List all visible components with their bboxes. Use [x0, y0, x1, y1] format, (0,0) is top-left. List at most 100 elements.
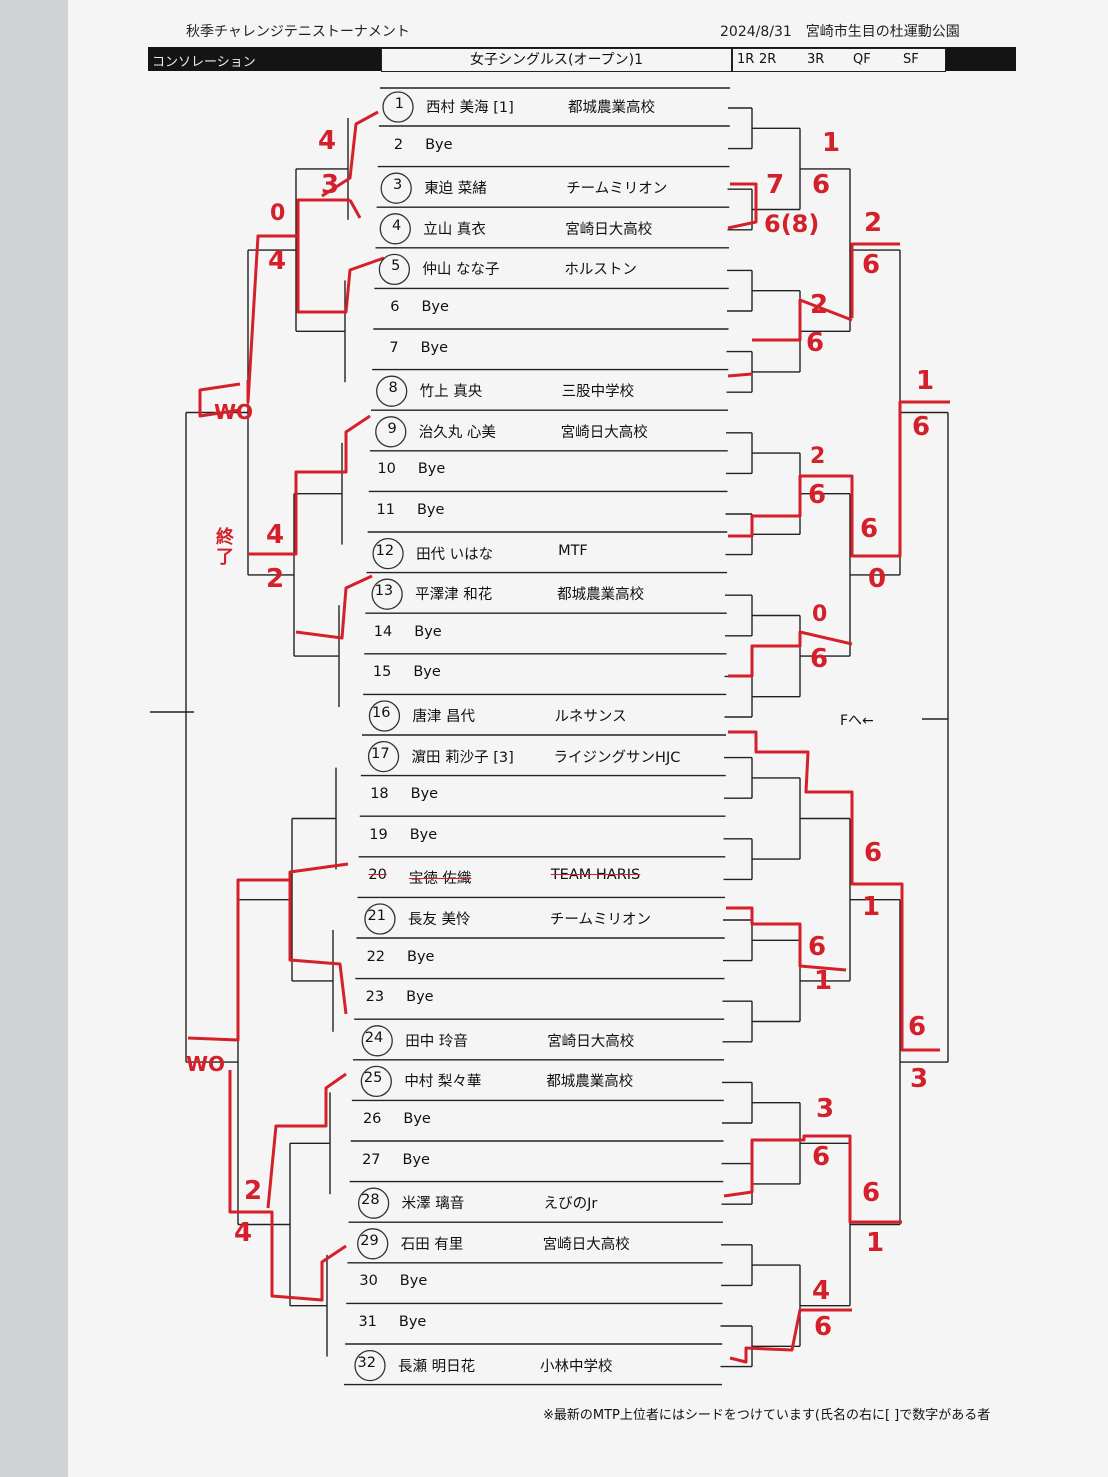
score-right-2-top: 7 — [766, 170, 785, 200]
draw-number: 20 — [368, 867, 387, 884]
winner-path-left-7 — [288, 862, 349, 1015]
note-left-5-walkover: WO — [186, 1052, 226, 1076]
player-name: 唐津 昌代 — [412, 709, 476, 725]
player-team: ライジングサンHJC — [553, 749, 681, 766]
score-left-6-bottom: 4 — [234, 1218, 253, 1248]
player-name: Bye — [407, 948, 435, 965]
winner-path-left-3 — [296, 198, 385, 314]
winner-path-r1-3 — [727, 182, 758, 230]
player-name: Bye — [414, 623, 442, 640]
round-label-2r: 2R — [759, 52, 777, 67]
player-name: 東迫 菜緒 — [424, 181, 487, 198]
draw-number-circle — [360, 1065, 392, 1098]
score-right-4-top: 2 — [810, 290, 829, 320]
score-right-9-top: 6 — [864, 838, 883, 868]
player-team: えびのJr — [543, 1196, 598, 1213]
draw-number-circle — [354, 1349, 386, 1382]
player-team: チームミリオン — [566, 181, 668, 198]
score-left-1-top: 4 — [318, 126, 337, 156]
player-team: 宮崎日大高校 — [542, 1236, 630, 1253]
player-team: 宮崎日大高校 — [565, 221, 653, 238]
player-team: チームミリオン — [549, 912, 651, 928]
player-team: 宮崎日大高校 — [547, 1033, 635, 1050]
score-right-7-top: 6 — [860, 514, 879, 544]
final-arrow-label: Fへ← — [840, 713, 874, 729]
draw-number-circle — [364, 903, 396, 935]
player-name: Bye — [421, 299, 449, 315]
tournament-title: 秋季チャレンジテニストーナメント — [186, 24, 410, 40]
player-team: 都城農業高校 — [546, 1074, 634, 1091]
player-name: 宝徳 佐織 — [408, 871, 472, 888]
draw-number: 8 — [388, 380, 398, 397]
draw-number-circle — [371, 578, 403, 610]
winner-path-left-4 — [246, 234, 298, 404]
walkover-bracket — [198, 382, 241, 418]
score-right-14-top: 4 — [812, 1276, 831, 1306]
draw-number: 22 — [366, 948, 386, 965]
player-team: MTF — [558, 542, 588, 559]
player-team: 三股中学校 — [561, 384, 635, 401]
round-label-sf: SF — [903, 52, 919, 67]
player-name: Bye — [399, 1273, 428, 1290]
draw-number: 31 — [358, 1314, 377, 1330]
score-right-1-top: 1 — [822, 128, 841, 158]
draw-number-circle — [357, 1228, 389, 1260]
draw-number: 3 — [392, 177, 403, 194]
player-name: 治久丸 心美 — [418, 424, 496, 441]
draw-number-circle — [379, 213, 411, 245]
player-name: 田代 いはな — [416, 546, 494, 563]
player-name: 立山 真衣 — [423, 221, 486, 238]
draw-number-circle — [357, 1187, 390, 1219]
score-right-13-top: 6 — [862, 1178, 881, 1208]
draw-number-circle — [367, 740, 400, 773]
player-name: Bye — [413, 664, 441, 681]
score-left-4-top: 4 — [266, 520, 285, 550]
winner-path-qf-3 — [723, 1134, 902, 1224]
winner-path-qf-2 — [728, 730, 940, 1052]
score-right-3-top: 2 — [864, 208, 883, 238]
draw-number-circle — [372, 537, 404, 570]
player-name: Bye — [417, 461, 446, 478]
draw-number: 15 — [372, 664, 392, 681]
score-left-6-top: 2 — [244, 1176, 263, 1206]
round-label-3r: 3R — [807, 52, 825, 67]
score-right-7-bottom: 0 — [868, 564, 887, 594]
score-right-1-bottom: 6 — [812, 170, 831, 200]
player-name: Bye — [402, 1151, 430, 1168]
winner-path-r1-8 — [727, 372, 753, 378]
draw-number: 16 — [371, 705, 391, 721]
player-team: 都城農業高校 — [568, 100, 655, 116]
winner-path-r2-7 — [752, 298, 853, 342]
winner-path-left-9 — [266, 1072, 347, 1209]
winner-path-left-2 — [348, 199, 362, 219]
score-right-2-bottom: 6(8) — [764, 210, 820, 238]
player-team: 小林中学校 — [540, 1358, 613, 1375]
winner-path-left-8 — [187, 878, 290, 1042]
draw-number: 10 — [377, 461, 396, 478]
player-name: 西村 美海 [1] — [426, 100, 514, 116]
draw-number: 6 — [390, 299, 400, 315]
draw-number: 5 — [391, 258, 401, 275]
score-right-5-top: 1 — [916, 366, 935, 396]
draw-number: 2 — [393, 136, 404, 153]
score-right-3-bottom: 6 — [862, 250, 881, 280]
winner-path-left-1 — [321, 110, 379, 198]
winner-path-r2-21 — [726, 906, 847, 972]
player-name: Bye — [410, 786, 439, 803]
draw-number: 7 — [389, 339, 399, 356]
score-right-14-bottom: 6 — [814, 1312, 833, 1342]
winner-path-r3-1 — [850, 242, 900, 318]
draw-number: 27 — [362, 1151, 381, 1168]
player-name: 中村 梨々華 — [404, 1074, 482, 1091]
score-right-11-top: 6 — [908, 1012, 927, 1042]
player-name: Bye — [416, 502, 445, 518]
score-left-1-bottom: 3 — [321, 170, 340, 200]
winner-path-left-6 — [295, 574, 373, 640]
score-right-13-bottom: 1 — [866, 1228, 885, 1258]
score-right-6-bottom: 6 — [808, 480, 827, 510]
player-name: 濵田 莉沙子 [3] — [411, 749, 514, 766]
player-name: 石田 有里 — [400, 1236, 464, 1253]
draw-number-circle — [368, 700, 401, 732]
draw-number: 4 — [392, 217, 402, 234]
draw-number-circle — [378, 253, 411, 286]
